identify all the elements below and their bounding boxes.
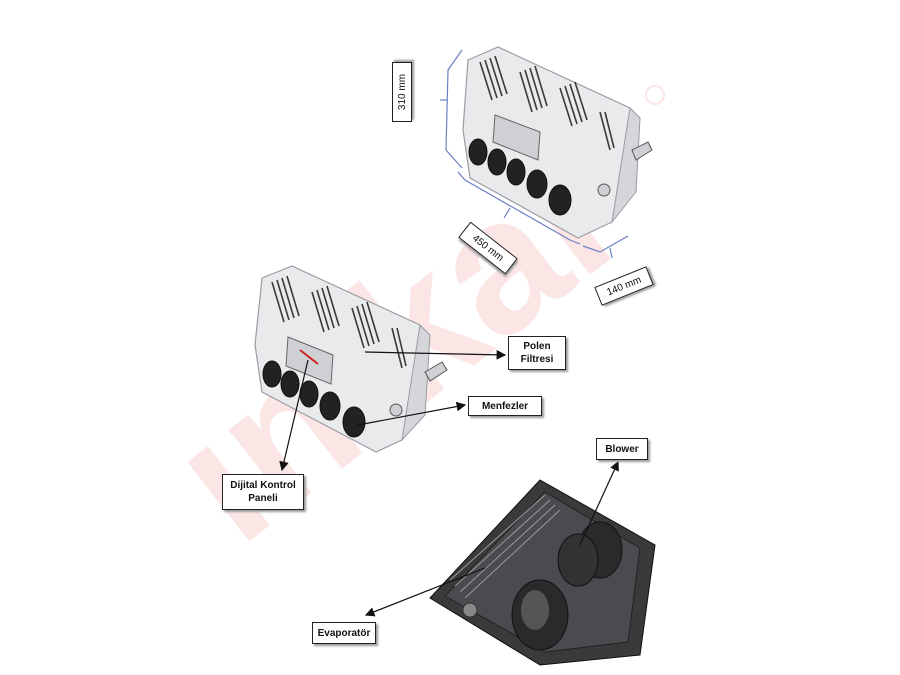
dijital-kontrol-paneli-label: Dijital Kontrol Paneli xyxy=(222,474,304,510)
polen-filtresi-label: Polen Filtresi xyxy=(508,336,566,370)
blower-label: Blower xyxy=(596,438,648,460)
polen-filtresi-line1: Polen xyxy=(523,341,551,352)
ac-unit-top xyxy=(462,46,653,239)
evaporator-blower-assembly xyxy=(429,479,656,666)
ac-unit-middle xyxy=(254,265,448,453)
polen-filtresi-line2: Filtresi xyxy=(520,354,554,365)
callout-arrows xyxy=(279,350,619,617)
dimension-lines xyxy=(440,49,629,259)
height-dimension-label: 310 mm xyxy=(392,62,412,122)
dijital-kontrol-line2: Paneli xyxy=(248,493,278,504)
evaporator-label: Evaporatör xyxy=(312,622,376,644)
menfezler-label: Menfezler xyxy=(468,396,542,416)
dijital-kontrol-line1: Dijital Kontrol xyxy=(230,480,296,491)
